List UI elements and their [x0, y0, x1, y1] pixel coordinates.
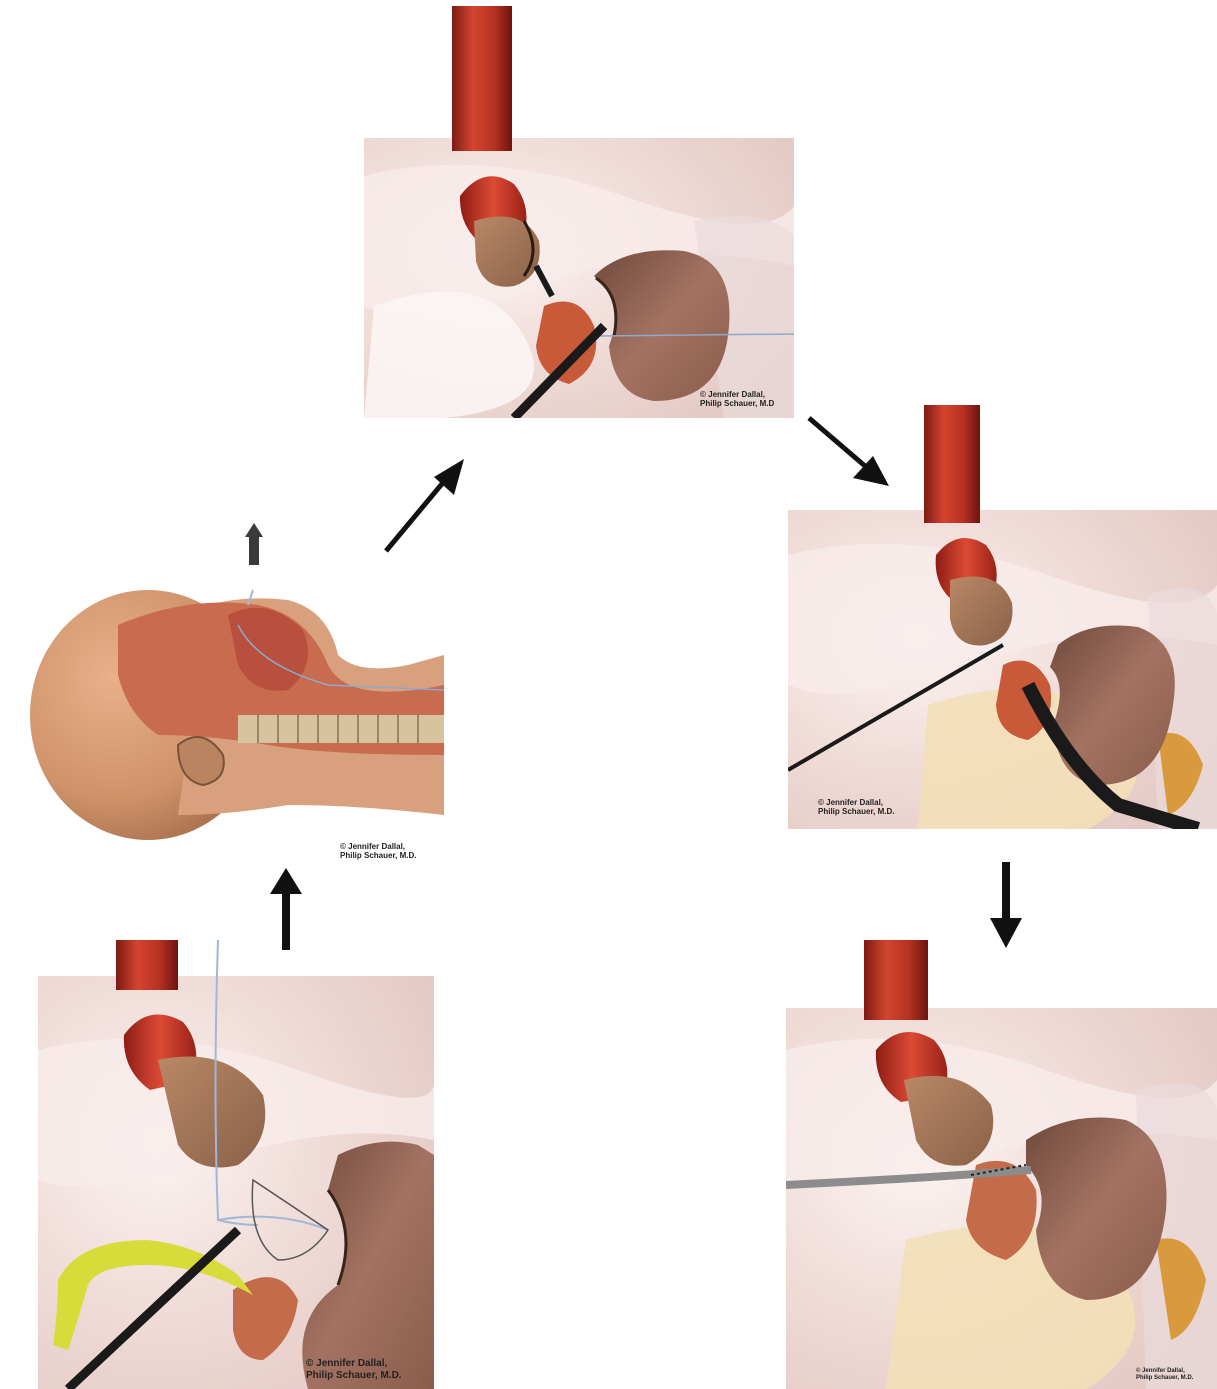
panel-e-credit-line2: Philip Schauer, M.D.: [1136, 1375, 1193, 1382]
panel-d-credit-line2: Philip Schauer, M.D.: [818, 807, 894, 816]
panel-a-credit-line1: © Jennifer Dallal,: [306, 1358, 402, 1370]
panel-c-credit: © Jennifer Dallal, Philip Schauer, M.D: [700, 390, 774, 408]
panel-d-credit: © Jennifer Dallal, Philip Schauer, M.D.: [818, 798, 894, 816]
panel-e-credit-line1: © Jennifer Dallal,: [1136, 1368, 1193, 1375]
panel-a-credit-line2: Philip Schauer, M.D.: [306, 1370, 402, 1382]
panel-b-credit: © Jennifer Dallal, Philip Schauer, M.D.: [340, 842, 416, 860]
panel-c: C © Jennifer Dallal, Philip Schauer, M.D: [364, 6, 794, 418]
arrow-b-to-c: [380, 455, 470, 555]
arrow-a-to-b: [270, 868, 302, 950]
panel-c-credit-line2: Philip Schauer, M.D: [700, 399, 774, 408]
panel-a-credit: © Jennifer Dallal, Philip Schauer, M.D.: [306, 1358, 402, 1381]
arrow-d-to-e: [990, 862, 1022, 948]
panel-b-illustration: [28, 515, 444, 860]
arrow-c-to-d: [803, 412, 893, 492]
panel-b-credit-line1: © Jennifer Dallal,: [340, 842, 416, 851]
panel-e: E © Jennifer Dallal, Philip Schauer, M.D…: [786, 940, 1217, 1389]
panel-e-illustration: [786, 940, 1217, 1389]
panel-c-credit-line1: © Jennifer Dallal,: [700, 390, 774, 399]
panel-c-illustration: [364, 6, 794, 418]
panel-b: B © Jennifer Dallal, Philip Schauer, M.D…: [28, 515, 444, 860]
panel-b-credit-line2: Philip Schauer, M.D.: [340, 851, 416, 860]
panel-a: A © Jennifer Dallal, Philip Schauer, M.D…: [38, 940, 434, 1389]
panel-d-credit-line1: © Jennifer Dallal,: [818, 798, 894, 807]
panel-e-credit: © Jennifer Dallal, Philip Schauer, M.D.: [1136, 1368, 1193, 1382]
panel-a-illustration: [38, 940, 434, 1389]
